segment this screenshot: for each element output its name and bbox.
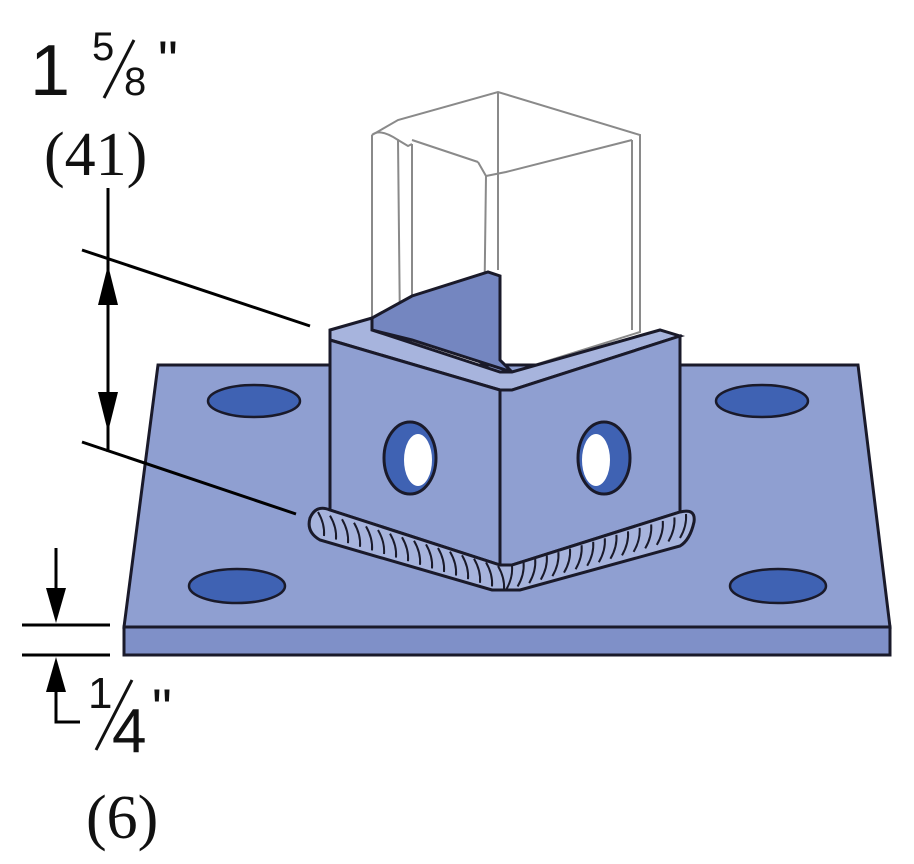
weld-ripple [329, 515, 338, 540]
weld-ripple [401, 536, 410, 562]
weld-ripple [485, 561, 494, 587]
weld-ripple [597, 538, 606, 563]
height-metric: (41) [44, 121, 147, 189]
weld-ripple [621, 531, 630, 556]
weld-ripple [655, 520, 664, 546]
weld-ripple [353, 522, 362, 547]
weld-ripple [516, 562, 525, 588]
plate-hole-back-right [714, 383, 810, 419]
weld-ripple [539, 555, 548, 581]
height-extension-line-bottom [81, 440, 297, 516]
plate-hole-front-left [187, 567, 287, 605]
weld-ripple [317, 511, 326, 537]
weld-ripple [551, 552, 560, 577]
height-numerator: 5 [92, 25, 114, 69]
weld-ripple [586, 541, 595, 567]
thickness-arrow-down-icon [46, 588, 66, 623]
weld-ripples [317, 511, 688, 591]
height-inch-mark: " [158, 29, 178, 92]
base-plate-front-edge [122, 625, 892, 657]
weld-ripple [609, 534, 618, 560]
height-arrow-up-icon [98, 265, 118, 305]
weld-ripple [528, 558, 537, 584]
plate-holes [187, 383, 828, 605]
weld-ripple [473, 558, 482, 583]
weld-ripple [563, 548, 572, 574]
plate-hole-back-left [206, 383, 302, 419]
weld-ripple [449, 551, 458, 576]
bracket-holes [382, 420, 632, 496]
height-whole: 1 [30, 31, 70, 111]
weld-ripple [679, 513, 688, 539]
weld-ripple [437, 547, 446, 573]
weld-ripple [497, 565, 506, 591]
height-extension-line-top [81, 248, 311, 328]
weld-ripple [365, 525, 374, 551]
thickness-arrow-up-icon [46, 657, 66, 692]
height-fraction-slash [102, 39, 136, 99]
weld-ripple [632, 527, 641, 553]
thickness-inch-mark: " [152, 677, 172, 740]
bracket-inner-face [370, 270, 514, 374]
height-denominator: 8 [124, 60, 146, 104]
weld-ripple [341, 518, 350, 544]
plate-hole-front-right [728, 567, 828, 605]
weld-ripple [425, 543, 434, 569]
thickness-denominator: 4 [112, 697, 146, 766]
weld-ripple [644, 524, 653, 549]
weld-ripple [377, 529, 386, 555]
weld-ripple [461, 554, 470, 580]
thickness-metric: (6) [86, 784, 158, 852]
weld-ripple [574, 545, 583, 570]
thickness-numerator: 1 [88, 669, 112, 718]
weld-ripple [667, 517, 676, 542]
height-arrow-down-icon [98, 392, 118, 432]
weld-ripple [413, 540, 422, 565]
thickness-fraction-slash [94, 679, 134, 751]
weld-ripple [389, 533, 398, 558]
weld-ripple [505, 565, 514, 591]
